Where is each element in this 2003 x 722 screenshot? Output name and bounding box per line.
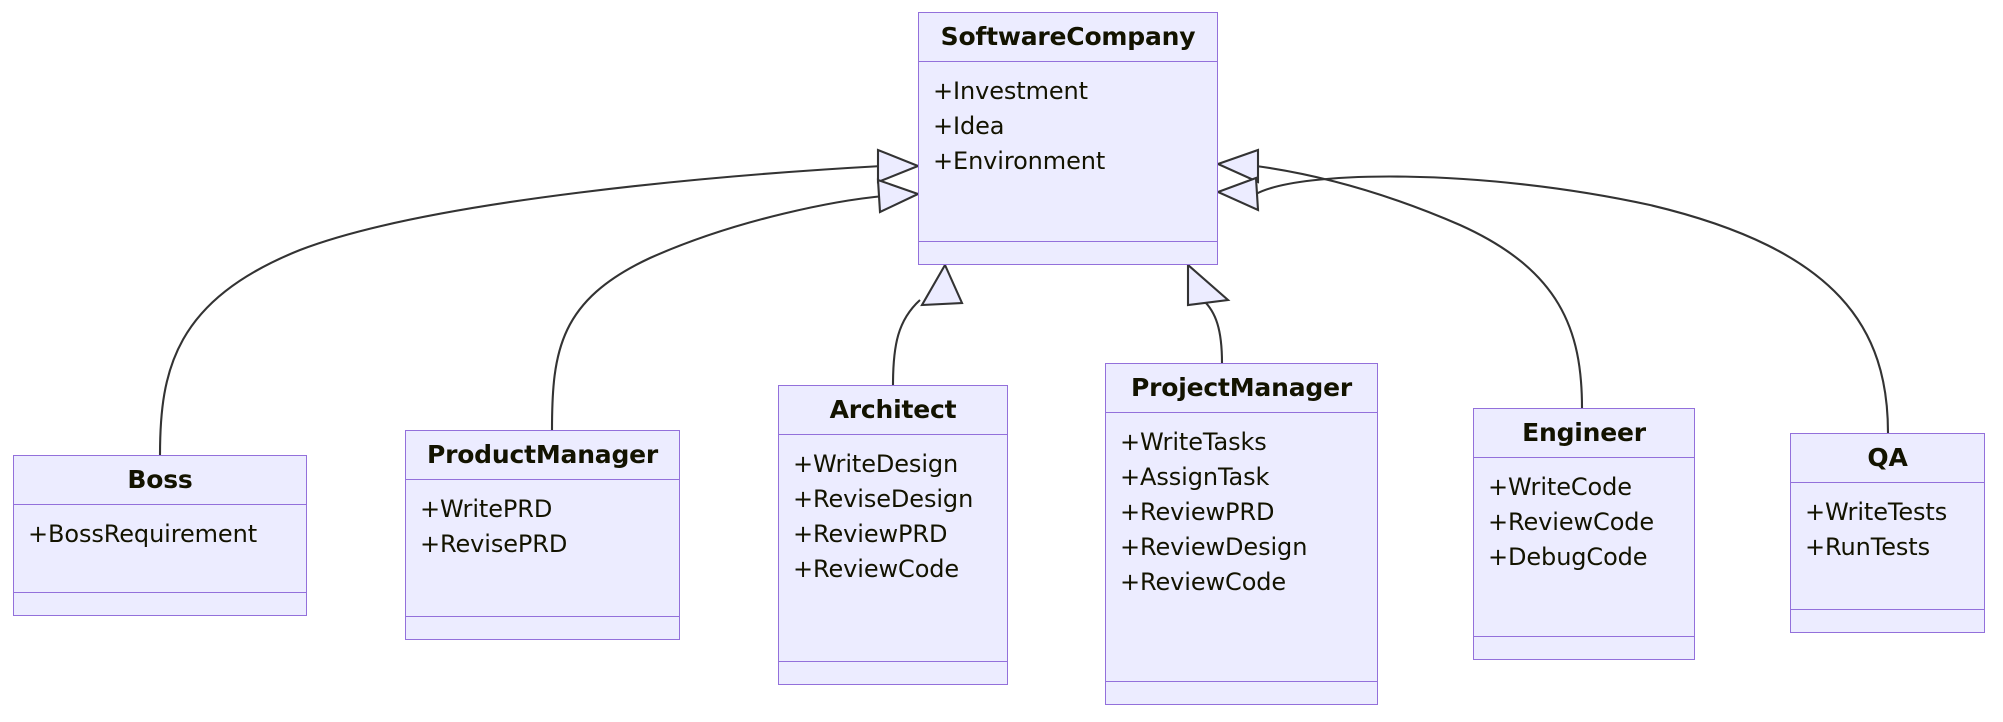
member-row: +Environment	[933, 147, 1106, 176]
member-row: +ReviewPRD	[1120, 498, 1275, 527]
class-box-softwarecompany[interactable]: SoftwareCompany +Investment +Idea +Envir…	[918, 12, 1218, 265]
member-row: +RunTests	[1805, 533, 1930, 562]
class-title-architect: Architect	[779, 386, 1007, 435]
class-methods-productmanager	[406, 617, 679, 639]
member-row: +AssignTask	[1120, 463, 1270, 492]
class-box-projectmanager[interactable]: ProjectManager +WriteTasks +AssignTask +…	[1105, 363, 1378, 705]
member-row: +ReviewCode	[1120, 568, 1287, 597]
class-members-qa: +WriteTests +RunTests	[1791, 483, 1984, 610]
class-methods-boss	[14, 593, 306, 615]
class-methods-architect	[779, 662, 1007, 684]
member-row: +ReviewCode	[793, 555, 960, 584]
member-row: +Investment	[933, 77, 1088, 105]
member-row: +Idea	[933, 112, 1005, 141]
member-row: +ReviewDesign	[1120, 533, 1308, 562]
class-methods-engineer	[1474, 637, 1694, 659]
member-row: +ReviewCode	[1488, 508, 1655, 537]
member-row: +DebugCode	[1488, 543, 1648, 572]
member-row: +WriteDesign	[793, 450, 959, 478]
class-members-projectmanager: +WriteTasks +AssignTask +ReviewPRD +Revi…	[1106, 413, 1377, 682]
class-box-architect[interactable]: Architect +WriteDesign +ReviseDesign +Re…	[778, 385, 1008, 685]
member-row: +ReviewPRD	[793, 520, 948, 549]
class-members-softwarecompany: +Investment +Idea +Environment	[919, 62, 1217, 242]
class-box-boss[interactable]: Boss +BossRequirement	[13, 455, 307, 616]
member-row: +WriteTests	[1805, 498, 1948, 526]
class-title-softwarecompany: SoftwareCompany	[919, 13, 1217, 62]
member-row: +WriteTasks	[1120, 428, 1267, 456]
class-members-architect: +WriteDesign +ReviseDesign +ReviewPRD +R…	[779, 435, 1007, 662]
class-members-engineer: +WriteCode +ReviewCode +DebugCode	[1474, 458, 1694, 637]
class-box-engineer[interactable]: Engineer +WriteCode +ReviewCode +DebugCo…	[1473, 408, 1695, 660]
class-methods-projectmanager	[1106, 682, 1377, 704]
member-row: +RevisePRD	[420, 530, 568, 559]
class-title-projectmanager: ProjectManager	[1106, 364, 1377, 413]
class-title-boss: Boss	[14, 456, 306, 505]
class-methods-softwarecompany	[919, 242, 1217, 264]
class-box-productmanager[interactable]: ProductManager +WritePRD +RevisePRD	[405, 430, 680, 640]
member-row: +WritePRD	[420, 495, 553, 523]
class-box-qa[interactable]: QA +WriteTests +RunTests	[1790, 433, 1985, 633]
class-title-qa: QA	[1791, 434, 1984, 483]
member-row: +ReviseDesign	[793, 485, 974, 514]
member-row: +WriteCode	[1488, 473, 1632, 501]
member-row: +BossRequirement	[28, 520, 258, 548]
class-members-productmanager: +WritePRD +RevisePRD	[406, 480, 679, 617]
edge-projectmanager-to-softwarecompany	[1186, 262, 1231, 364]
edge-architect-to-softwarecompany	[891, 262, 964, 386]
class-methods-qa	[1791, 610, 1984, 632]
class-members-boss: +BossRequirement	[14, 505, 306, 593]
class-title-engineer: Engineer	[1474, 409, 1694, 458]
class-title-productmanager: ProductManager	[406, 431, 679, 480]
